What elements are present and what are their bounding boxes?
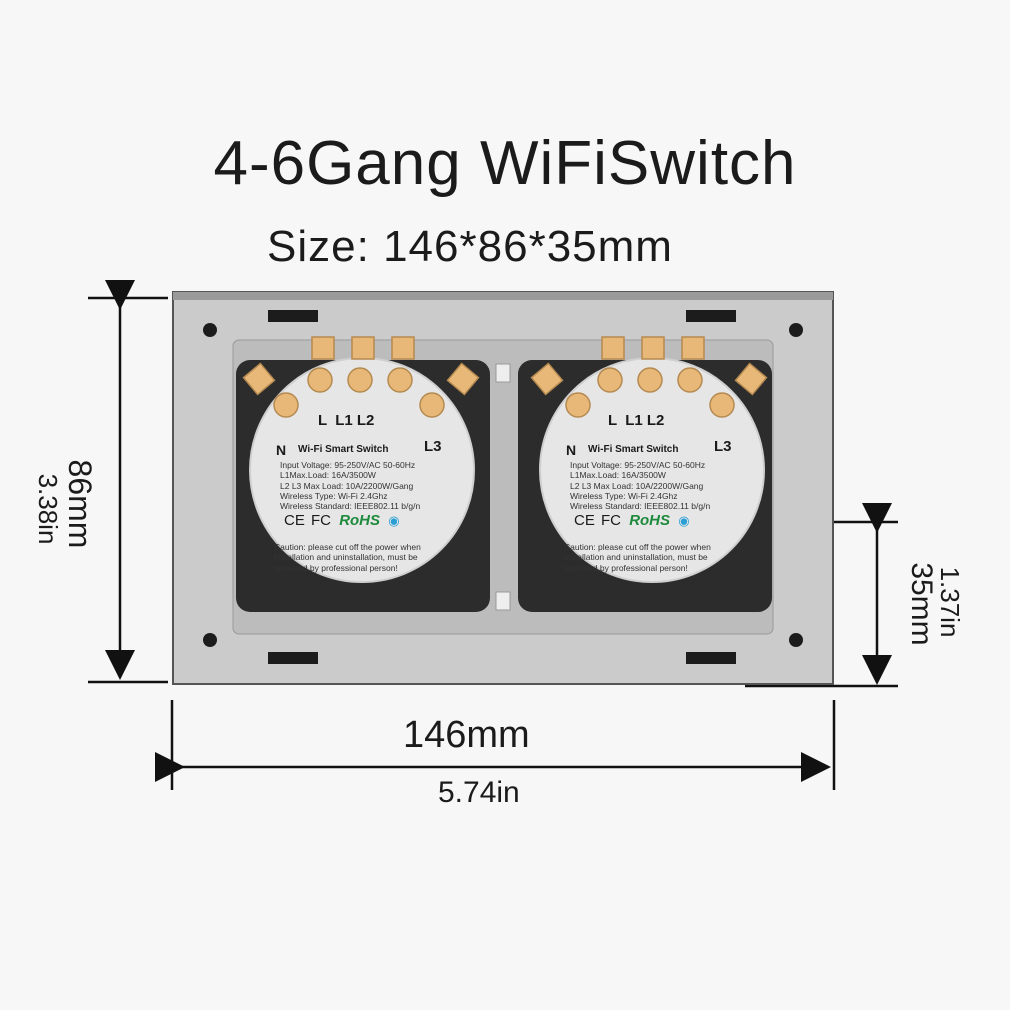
caution-line: operated by professional person! (564, 562, 688, 573)
spec-line: L1Max.Load: 16A/3500W (570, 470, 666, 481)
ce-mark: CE (284, 512, 305, 529)
spec-line: Wireless Standard: IEEE802.11 b/g/n (570, 501, 711, 512)
spec-line: Wireless Standard: IEEE802.11 b/g/n (280, 501, 421, 512)
rohs-mark: RoHS (339, 512, 381, 529)
terminal-n: N (566, 442, 577, 458)
fc-mark: FC (311, 512, 332, 529)
spec-line: L2 L3 Max Load: 10A/2200W/Gang (280, 480, 414, 491)
cert-row: CE FC RoHS ◉ (284, 512, 400, 529)
spec-line: Input Voltage: 95-250V/AC 50-60Hz (570, 460, 706, 470)
width-mm-label: 146mm (403, 714, 530, 756)
caution-line: installation and uninstallation, must be (564, 552, 708, 563)
spec-line: Wireless Type: Wi-Fi 2.4Ghz (570, 490, 678, 501)
product-name: Wi-Fi Smart Switch (588, 444, 679, 455)
height-in-label: 3.38in (33, 473, 63, 545)
caution-text: Caution: please cut off the power when i… (564, 542, 711, 573)
terminal-l3: L3 (714, 438, 732, 455)
width-in-label: 5.74in (438, 776, 520, 809)
fc-mark: FC (601, 512, 622, 529)
caution-line: operated by professional person! (274, 562, 398, 573)
page-title: 4-6Gang WiFiSwitch (213, 129, 797, 198)
product-name: Wi-Fi Smart Switch (298, 444, 389, 455)
depth-in-label: 1.37in (935, 566, 965, 638)
wifi-icon: ◉ (678, 513, 690, 528)
switch-module-right (518, 336, 772, 612)
spec-line: Input Voltage: 95-250V/AC 50-60Hz (280, 460, 416, 470)
terminal-labels-top: L L1 L2 (318, 412, 375, 429)
terminal-n: N (276, 442, 287, 458)
caution-line: Caution: please cut off the power when (274, 542, 421, 552)
depth-mm-label: 35mm (905, 562, 938, 646)
caution-line: Caution: please cut off the power when (564, 542, 711, 552)
caution-text: Caution: please cut off the power when i… (274, 542, 421, 573)
caution-line: installation and uninstallation, must be (274, 552, 418, 563)
cert-row: CE FC RoHS ◉ (574, 512, 690, 529)
size-subtitle: Size: 146*86*35mm (267, 222, 673, 271)
terminal-l3: L3 (424, 438, 442, 455)
height-mm-label: 86mm (62, 459, 98, 549)
wifi-icon: ◉ (388, 513, 400, 528)
ce-mark: CE (574, 512, 595, 529)
rohs-mark: RoHS (629, 512, 671, 529)
spec-line: Wireless Type: Wi-Fi 2.4Ghz (280, 490, 388, 501)
terminal-labels-top: L L1 L2 (608, 412, 665, 429)
spec-list: Input Voltage: 95-250V/AC 50-60Hz L1Max.… (570, 460, 710, 511)
switch-module-left (236, 336, 490, 612)
spec-line: L1Max.Load: 16A/3500W (280, 470, 376, 481)
spec-list: Input Voltage: 95-250V/AC 50-60Hz L1Max.… (280, 460, 420, 511)
spec-line: L2 L3 Max Load: 10A/2200W/Gang (570, 480, 704, 491)
